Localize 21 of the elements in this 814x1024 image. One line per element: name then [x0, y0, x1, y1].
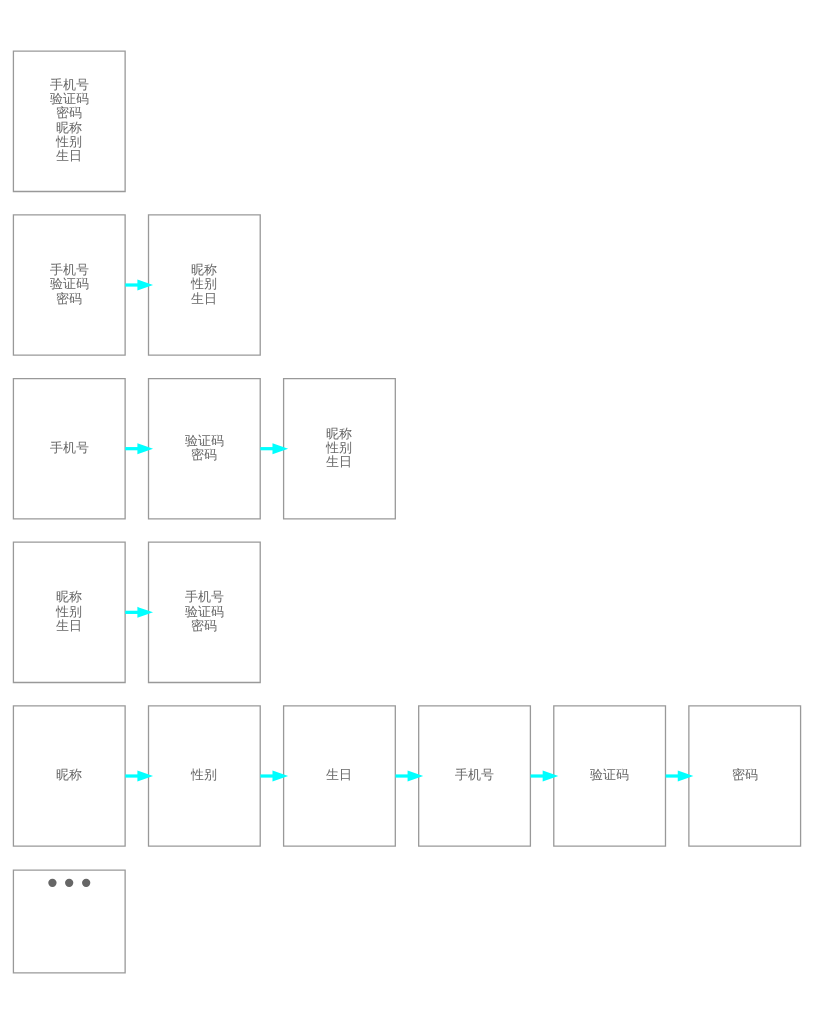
- node-box: 生日: [282, 705, 396, 847]
- node-box: 昵称 性别 生日: [282, 377, 396, 520]
- arrow: [125, 770, 154, 782]
- arrow: [125, 279, 154, 291]
- arrow: [530, 770, 559, 782]
- arrow: [665, 770, 694, 782]
- node-box: 昵称 性别 生日: [12, 541, 126, 684]
- node-box: 手机号 验证码 密码: [147, 541, 261, 684]
- node-box: 验证码: [553, 705, 667, 847]
- arrow: [395, 770, 424, 782]
- node-box: 手机号: [418, 705, 532, 847]
- node-box: 密码: [688, 705, 802, 847]
- node-box: 验证码 密码: [147, 377, 261, 520]
- node-box: 手机号 验证码 密码 昵称 性别 生日: [12, 50, 126, 193]
- node-box: 手机号 验证码 密码: [12, 214, 126, 356]
- node-box: •••: [12, 869, 126, 974]
- arrow: [260, 770, 289, 782]
- node-box: 昵称: [12, 705, 126, 847]
- node-box: 手机号: [12, 377, 126, 520]
- node-box: 性别: [147, 705, 261, 847]
- node-box: 昵称 性别 生日: [147, 214, 261, 356]
